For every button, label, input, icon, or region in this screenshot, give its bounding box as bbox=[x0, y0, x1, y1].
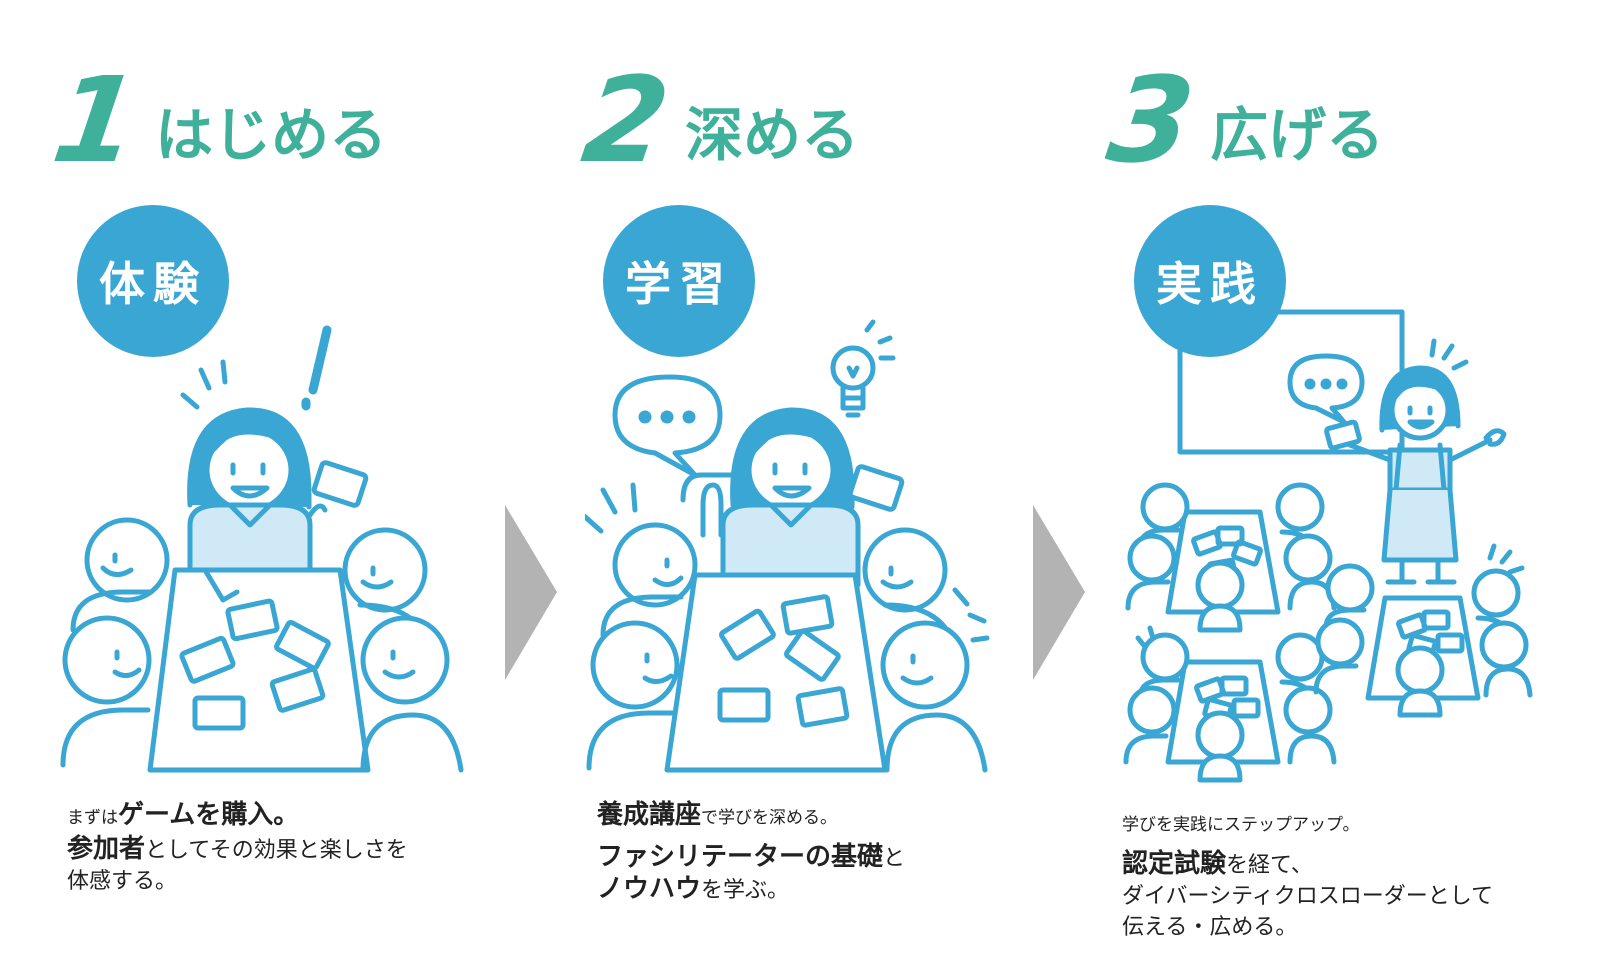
step-3-illustration bbox=[1123, 309, 1533, 783]
step-2-desc-line3-bold: ノウハウ bbox=[597, 874, 702, 904]
step-1-heading: 1 はじめる bbox=[45, 51, 388, 189]
step-2-description: 養成講座で学びを深める。 ファシリテーターの基礎と ノウハウを学ぶ。 bbox=[597, 800, 905, 906]
step-1-desc-line3-reg: 体感する。 bbox=[67, 869, 178, 894]
step-1-desc-line2-reg: としてその効果と楽しさを bbox=[145, 838, 408, 863]
step-2-illustration bbox=[585, 319, 990, 773]
step-3-desc-line3-reg: ダイバーシティクロスローダーとして bbox=[1122, 884, 1494, 909]
step-1-title: はじめる bbox=[155, 101, 388, 169]
exclamation-icon bbox=[301, 325, 332, 411]
step-3-description: 学びを実践にステップアップ。 認定試験を経て、 ダイバーシティクロスローダーとし… bbox=[1122, 808, 1493, 943]
arrow-right-icon bbox=[1033, 505, 1085, 680]
step-2-desc-line2-bold: ファシリテーターの基礎 bbox=[597, 842, 884, 872]
lightbulb-icon bbox=[830, 319, 896, 418]
step-3-desc-line2-bold: 認定試験 bbox=[1122, 849, 1227, 879]
step-3-desc-line1-small: 学びを実践にステップアップ。 bbox=[1122, 815, 1360, 835]
step-3-badge: 実践 bbox=[1134, 205, 1286, 357]
step-2-desc-line2-reg: と bbox=[883, 846, 906, 871]
step-3-number: 3 bbox=[1100, 51, 1202, 189]
step-1-desc-line1-small: まずは bbox=[67, 808, 118, 828]
step-1: 1 はじめる 体験 bbox=[45, 0, 495, 972]
step-3-desc-line4-reg: 伝える・広める。 bbox=[1122, 915, 1298, 940]
step-3-title: 広げる bbox=[1210, 101, 1385, 169]
arrow-right-icon bbox=[505, 505, 557, 680]
step-1-desc-line1-bold: ゲームを購入。 bbox=[118, 800, 300, 830]
step-1-desc-line2-bold: 参加者 bbox=[67, 834, 146, 864]
step-2: 2 深める 学習 bbox=[575, 0, 1025, 972]
step-2-title: 深める bbox=[685, 101, 860, 169]
step-2-desc-line3-reg: を学ぶ。 bbox=[701, 878, 790, 903]
step-3: 3 広げる 実践 bbox=[1100, 0, 1580, 972]
step-1-illustration bbox=[60, 325, 464, 773]
step-3-desc-line2-reg: を経て、 bbox=[1226, 853, 1313, 878]
step-1-description: まずはゲームを購入。 参加者としてその効果と楽しさを 体感する。 bbox=[67, 800, 408, 897]
speech-bubble-icon bbox=[1287, 353, 1365, 425]
step-2-desc-line1-small: で学びを深める。 bbox=[701, 808, 838, 828]
step-2-number: 2 bbox=[575, 51, 677, 189]
speech-bubble-icon bbox=[612, 374, 723, 478]
step-2-heading: 2 深める bbox=[575, 51, 860, 189]
step-3-heading: 3 広げる bbox=[1100, 51, 1385, 189]
step-1-number: 1 bbox=[45, 51, 147, 189]
step-2-desc-line1-bold: 養成講座 bbox=[597, 800, 702, 830]
step-2-badge: 学習 bbox=[603, 205, 755, 357]
step-1-badge: 体験 bbox=[77, 205, 229, 357]
